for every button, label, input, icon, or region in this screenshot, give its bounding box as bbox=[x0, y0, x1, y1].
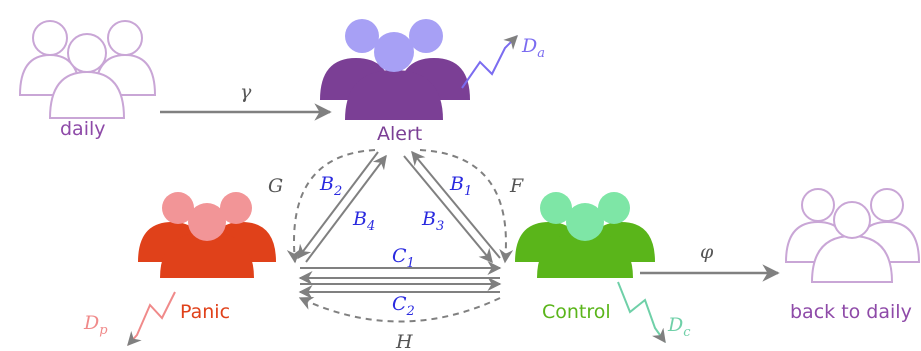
edge-label-B3: B3 bbox=[421, 208, 444, 234]
edge-label-B2: B2 bbox=[319, 173, 342, 199]
alert-drift-arrow bbox=[461, 35, 518, 89]
edge-label-B1: B1 bbox=[449, 173, 472, 199]
panic-group-icon bbox=[138, 192, 276, 278]
edge-alert-panic bbox=[297, 151, 387, 263]
edge-label-B4: B4 bbox=[352, 208, 375, 234]
gamma-label: γ bbox=[240, 81, 252, 103]
edge-label-H: H bbox=[395, 331, 413, 351]
edge-label-C1: C1 bbox=[392, 245, 415, 271]
control-drift-arrow bbox=[617, 281, 666, 344]
edge-panic-control bbox=[298, 261, 502, 299]
phi-label: φ bbox=[700, 241, 714, 263]
back-to-daily-label: back to daily bbox=[790, 301, 912, 323]
edge-H-dashed bbox=[298, 297, 501, 323]
daily-label: daily bbox=[60, 118, 106, 140]
edge-label-C2: C2 bbox=[392, 293, 415, 319]
edge-F-dashed bbox=[419, 149, 514, 264]
back-to-daily-group-icon bbox=[784, 188, 921, 283]
control-group-icon bbox=[515, 192, 655, 278]
control-drift-label: Dc bbox=[667, 314, 691, 340]
panic-label: Panic bbox=[180, 301, 230, 323]
edge-label-G: G bbox=[268, 175, 283, 197]
daily-group-icon bbox=[18, 20, 157, 119]
edge-alert-control bbox=[403, 150, 501, 264]
alert-group-icon bbox=[320, 19, 470, 120]
panic-drift-label: Dp bbox=[83, 312, 108, 338]
alert-label: Alert bbox=[377, 123, 422, 145]
alert-drift-label: Da bbox=[521, 35, 545, 61]
edge-label-F: F bbox=[509, 175, 524, 197]
edge-G-dashed bbox=[286, 149, 376, 264]
panic-drift-arrow bbox=[127, 291, 176, 347]
control-label: Control bbox=[542, 301, 611, 323]
